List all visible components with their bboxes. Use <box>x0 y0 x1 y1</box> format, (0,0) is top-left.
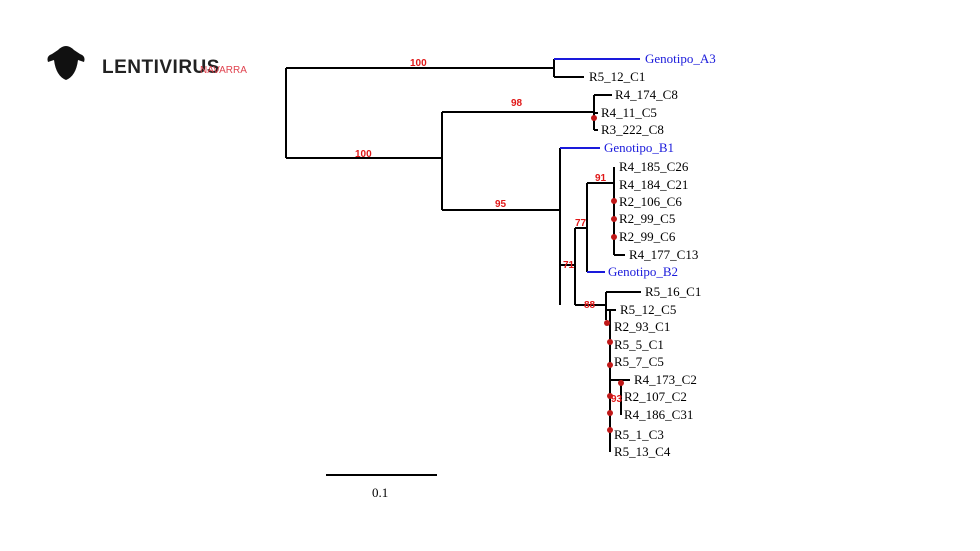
bootstrap-label: 100 <box>355 149 372 160</box>
sheep-logo-icon <box>47 46 85 80</box>
leaf-label: R4_177_C13 <box>629 247 698 262</box>
bootstrap-values: 100 100 98 95 91 77 71 88 93 <box>355 58 623 405</box>
leaf-label: R2_99_C6 <box>619 229 676 244</box>
leaf-label: R4_11_C5 <box>601 105 657 120</box>
leaf-label: R2_107_C2 <box>624 389 687 404</box>
leaf-label: Genotipo_A3 <box>645 51 716 66</box>
leaf-label: R3_222_C8 <box>601 122 664 137</box>
logo-subtext: NAVARRA <box>200 65 247 76</box>
leaf-label: R2_93_C1 <box>614 319 670 334</box>
node-markers <box>591 115 624 433</box>
leaf-label: R5_13_C4 <box>614 444 671 459</box>
scale-label: 0.1 <box>372 485 388 500</box>
leaf-label: R4_184_C21 <box>619 177 688 192</box>
scale-bar: 0.1 <box>326 474 437 500</box>
bootstrap-label: 93 <box>611 394 623 405</box>
leaf-label: R5_16_C1 <box>645 284 701 299</box>
leaf-label: Genotipo_B1 <box>604 140 674 155</box>
leaf-label: R4_173_C2 <box>634 372 697 387</box>
branches <box>285 58 641 452</box>
bootstrap-label: 77 <box>575 218 587 229</box>
leaf-label: Genotipo_B2 <box>608 264 678 279</box>
logo: LENTIVIRUS NAVARRA <box>47 46 247 80</box>
leaf-label: R5_12_C1 <box>589 69 645 84</box>
bootstrap-label: 88 <box>584 300 596 311</box>
leaf-label: R4_174_C8 <box>615 87 678 102</box>
logo-text: LENTIVIRUS <box>102 57 220 78</box>
leaf-label: R2_99_C5 <box>619 211 675 226</box>
leaf-label: R4_185_C26 <box>619 159 689 174</box>
leaf-label: R5_7_C5 <box>614 354 664 369</box>
leaf-label: R5_12_C5 <box>620 302 676 317</box>
leaf-label: R5_5_C1 <box>614 337 664 352</box>
bootstrap-label: 71 <box>563 260 575 271</box>
leaf-label: R2_106_C6 <box>619 194 682 209</box>
leaf-label: R5_1_C3 <box>614 427 664 442</box>
bootstrap-label: 95 <box>495 199 507 210</box>
bootstrap-label: 100 <box>410 58 427 69</box>
bootstrap-label: 98 <box>511 98 523 109</box>
bootstrap-label: 91 <box>595 173 607 184</box>
leaf-labels: Genotipo_A3 R5_12_C1 R4_174_C8 R4_11_C5 … <box>589 51 716 459</box>
leaf-label: R4_186_C31 <box>624 407 693 422</box>
